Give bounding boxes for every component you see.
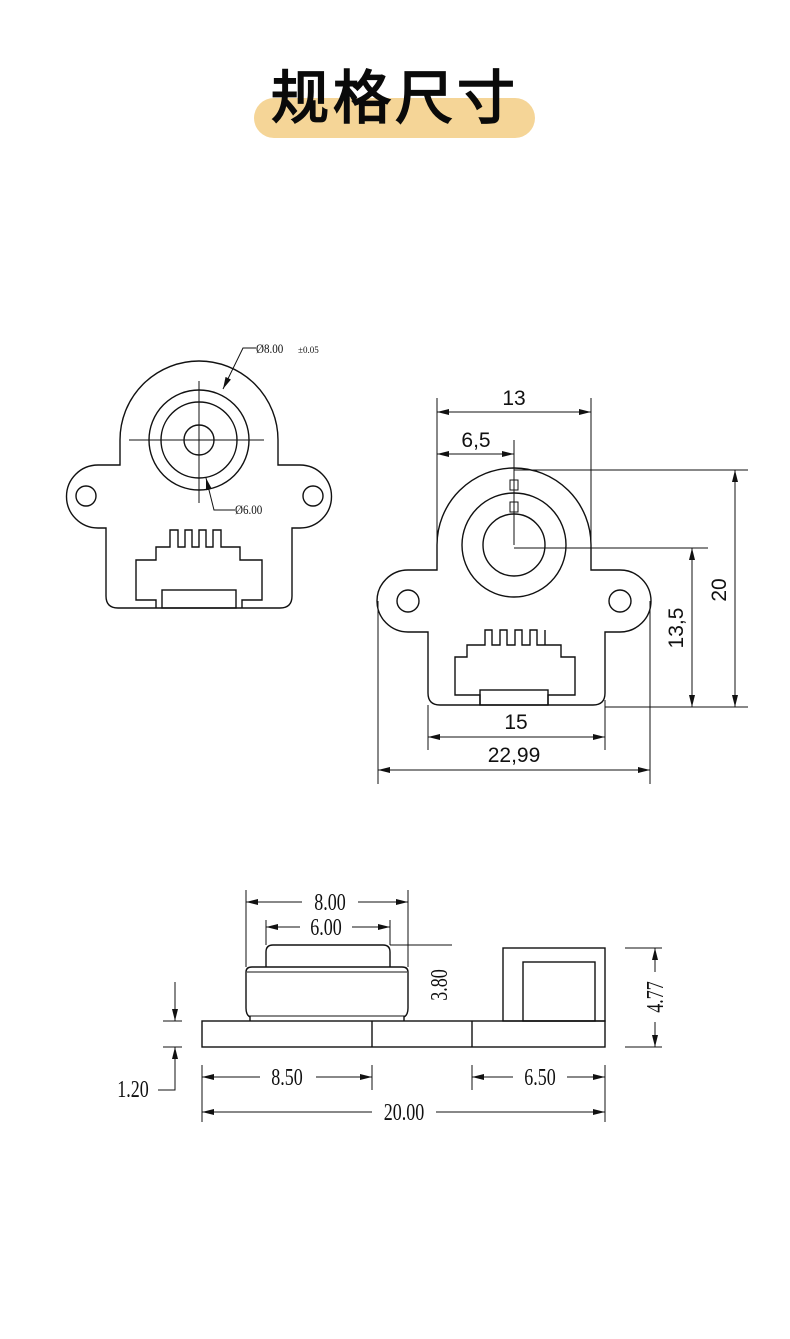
leader-inner — [205, 477, 235, 511]
dim-13-label: 13 — [502, 387, 525, 410]
connector-latch — [479, 689, 549, 706]
cylinder-cap — [265, 944, 391, 967]
base-plate — [201, 1020, 606, 1048]
outer-tolerance-label: ±0.05 — [298, 345, 319, 355]
dim-6-50-label: 6.50 — [524, 1064, 555, 1091]
outer-diameter-label: Ø8.00 — [256, 341, 283, 356]
body-outline — [376, 467, 652, 706]
dim-6-00-label: 6.00 — [310, 914, 341, 941]
page-title: 规格尺寸 — [270, 64, 519, 132]
dim-3-80-label: 3.80 — [426, 969, 453, 1000]
dim-15-label: 15 — [504, 711, 527, 734]
mount-hole-left — [396, 589, 420, 613]
dim-4-77-label: 4.77 — [642, 981, 669, 1012]
dim-6-5-label: 6,5 — [461, 429, 490, 452]
dim-1-20-label: 1.20 — [117, 1076, 148, 1103]
dimension-view: 13 6,5 20 13,5 15 22,99 — [376, 387, 748, 784]
mount-hole-right — [302, 485, 324, 507]
leader-outer — [222, 347, 256, 390]
connector — [454, 629, 576, 705]
dim-8-50-label: 8.50 — [271, 1064, 302, 1091]
connector-box — [502, 947, 606, 1022]
connector-latch — [161, 589, 237, 609]
front-body-outline — [65, 360, 333, 609]
dim-8-00-label: 8.00 — [314, 889, 345, 916]
title-highlight — [254, 98, 535, 138]
connector — [135, 529, 263, 608]
dim-22-99-label: 22,99 — [488, 744, 541, 767]
mount-hole-left — [75, 485, 97, 507]
inner-diameter-label: Ø6.00 — [235, 502, 262, 517]
connector-opening — [522, 961, 596, 1022]
dim-20-00-label: 20.00 — [384, 1099, 424, 1126]
dim-13-5-label: 13,5 — [665, 608, 688, 649]
mount-hole-right — [608, 589, 632, 613]
dim-arrow-1-20-bottom — [158, 1047, 178, 1091]
front-view: Ø8.00 ±0.05 Ø6.00 — [65, 341, 333, 609]
side-view: 8.00 6.00 3.80 4.77 1.20 8.50 6.50 20.00 — [117, 889, 668, 1126]
dim-20-label: 20 — [708, 578, 731, 601]
cylinder-body — [245, 966, 409, 1021]
